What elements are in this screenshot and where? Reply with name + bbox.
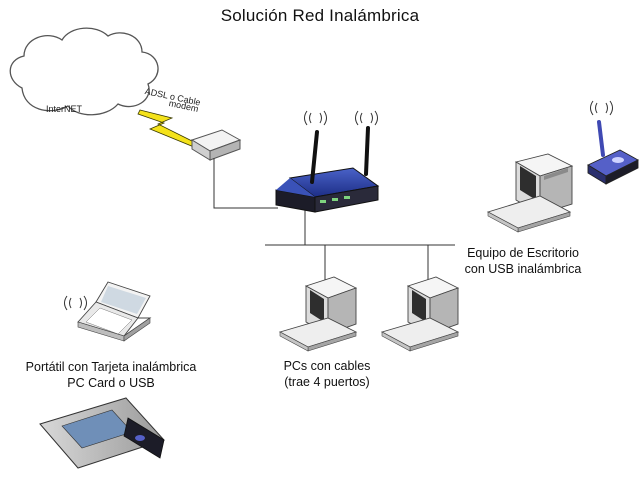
diagram-title: Solución Red Inalámbrica xyxy=(220,6,420,25)
desktop-label-line2: con USB inalámbrica xyxy=(464,262,582,276)
laptop-label-line2: PC Card o USB xyxy=(67,376,155,390)
desktop-pc-wireless xyxy=(486,153,574,233)
router-wifi-signal-icon xyxy=(304,110,378,126)
internet-label: InterNET xyxy=(46,104,83,114)
desktop-label-line1: Equipo de Escritorio xyxy=(467,246,579,260)
modem xyxy=(190,129,242,161)
pcs-label-line1: PCs con cables xyxy=(283,359,371,373)
wireless-router xyxy=(275,126,380,213)
laptop xyxy=(77,281,152,342)
laptop-label-line1: Portátil con Tarjeta inalámbrica xyxy=(25,360,197,374)
wired-pc-2 xyxy=(380,276,460,352)
pcs-label-line2: (trae 4 puertos) xyxy=(284,375,370,389)
pc-card-adapter xyxy=(39,397,165,469)
laptop-wifi-signal-icon xyxy=(64,295,87,311)
adsl-lightning-bolt xyxy=(137,109,199,148)
internet-cloud xyxy=(9,27,159,116)
wired-pc-1 xyxy=(278,276,358,352)
usb-wireless-adapter xyxy=(587,120,639,185)
network-cables xyxy=(213,158,455,280)
usb-wifi-signal-icon xyxy=(590,100,613,116)
